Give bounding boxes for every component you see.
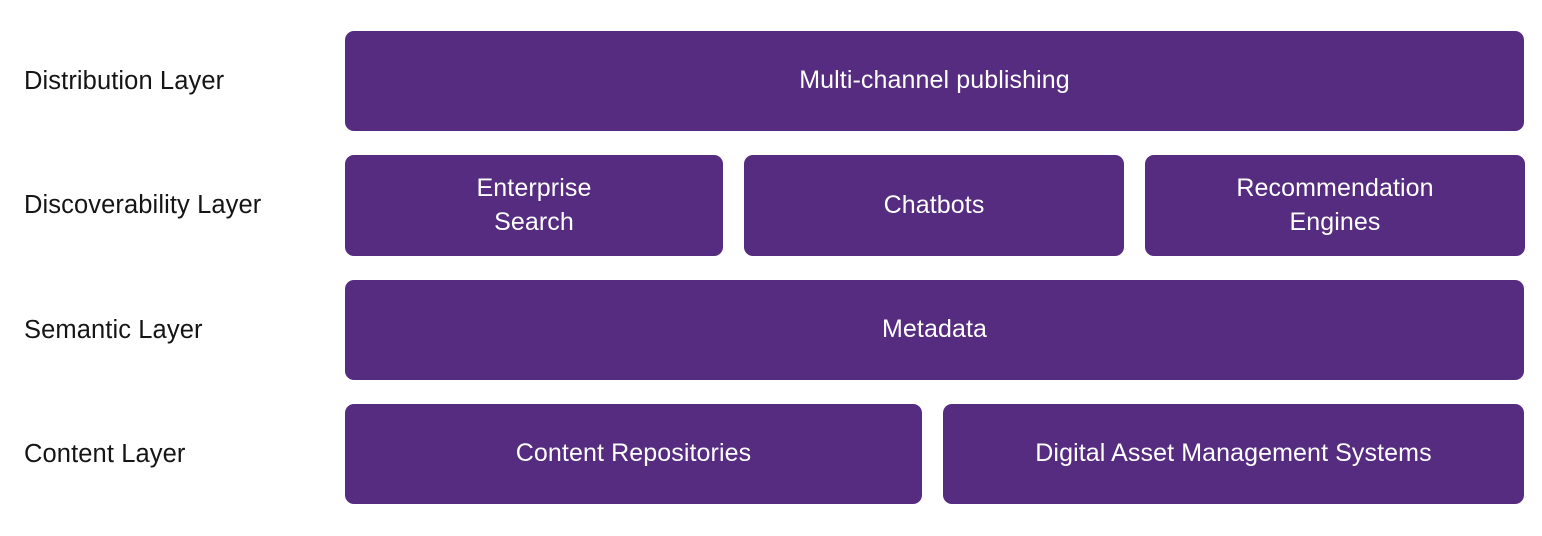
node-content-repositories[interactable]: Content Repositories <box>345 404 922 504</box>
layer-label-discoverability: Discoverability Layer <box>24 191 262 220</box>
node-text-line-2: Search <box>494 207 574 236</box>
layer-boxes-distribution: Multi-channel publishing <box>345 31 1524 131</box>
node-metadata[interactable]: Metadata <box>345 280 1524 380</box>
layer-row-content: Content Layer Content Repositories Digit… <box>0 404 1542 504</box>
layer-label-content: Content Layer <box>24 439 186 468</box>
layer-row-distribution: Distribution Layer Multi-channel publish… <box>0 31 1542 131</box>
layer-row-semantic: Semantic Layer Metadata <box>0 280 1542 380</box>
node-multi-channel-publishing[interactable]: Multi-channel publishing <box>345 31 1524 131</box>
node-enterprise-search-text: Enterprise Search <box>477 172 592 240</box>
layer-boxes-semantic: Metadata <box>345 280 1524 380</box>
node-text-line-1: Enterprise <box>476 173 592 202</box>
layer-boxes-discoverability: Enterprise Search Chatbots Recommendatio… <box>345 155 1525 256</box>
node-chatbots[interactable]: Chatbots <box>744 155 1124 256</box>
node-text-line-2: Engines <box>1289 207 1381 236</box>
layer-row-discoverability: Discoverability Layer Enterprise Search … <box>0 155 1542 256</box>
node-enterprise-search[interactable]: Enterprise Search <box>345 155 723 256</box>
node-text-line-1: Recommendation <box>1236 173 1434 202</box>
layer-label-distribution: Distribution Layer <box>24 66 225 95</box>
layer-boxes-content: Content Repositories Digital Asset Manag… <box>345 404 1524 504</box>
node-recommendation-engines-text: Recommendation Engines <box>1236 172 1433 240</box>
node-recommendation-engines[interactable]: Recommendation Engines <box>1145 155 1525 256</box>
node-digital-asset-management-systems[interactable]: Digital Asset Management Systems <box>943 404 1524 504</box>
layer-label-semantic: Semantic Layer <box>24 315 203 344</box>
